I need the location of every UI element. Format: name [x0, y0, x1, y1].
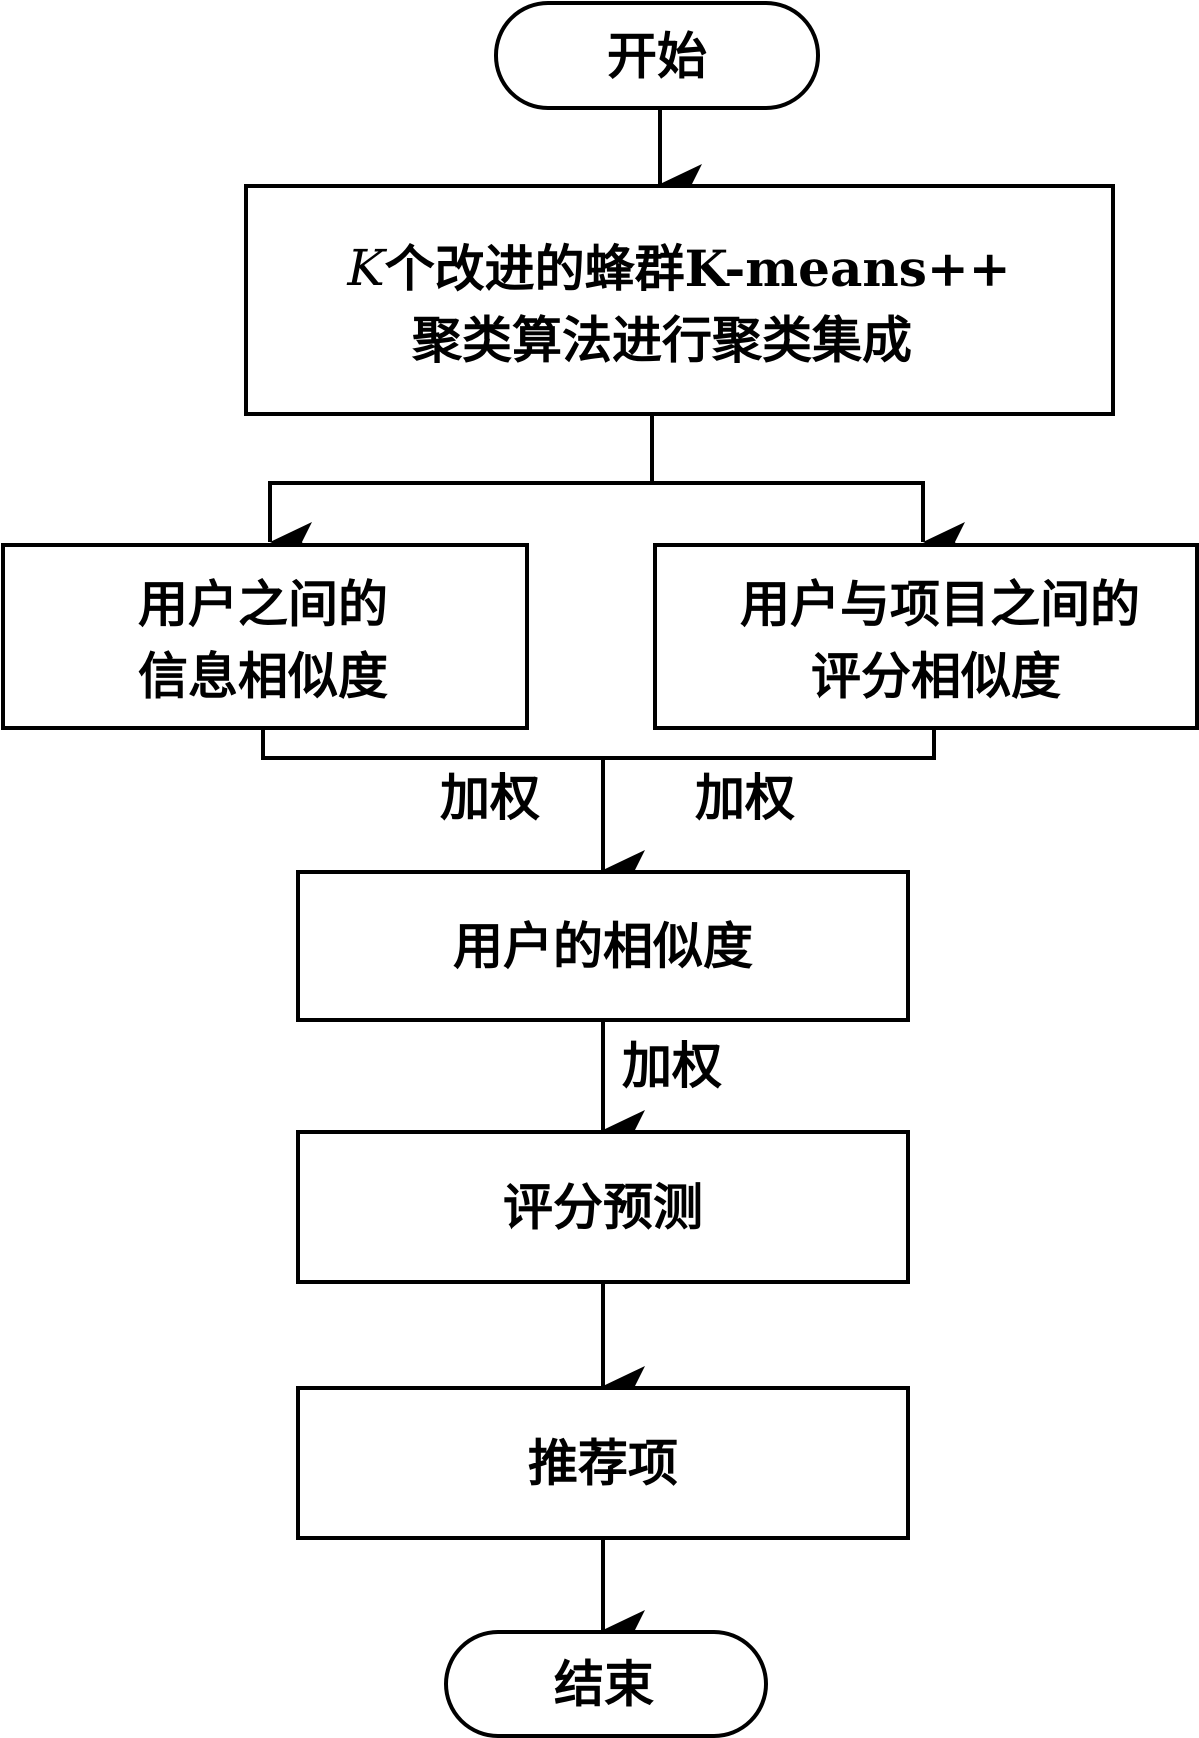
- node-predict-label: 评分预测: [503, 1178, 703, 1237]
- node-recommend: 推荐项: [296, 1386, 910, 1540]
- node-end-label: 结束: [554, 1655, 654, 1714]
- node-start-label: 开始: [607, 27, 707, 86]
- terminal-shape: [494, 1, 820, 110]
- variable-k: K: [346, 239, 387, 297]
- node-info-sim: 用户之间的 信息相似度: [1, 543, 529, 730]
- node-ensemble: K个改进的蜂群K-means++ 聚类算法进行聚类集成: [244, 184, 1115, 416]
- node-start: 开始: [494, 1, 820, 110]
- edge-label-info-weight: 加权: [440, 768, 540, 827]
- node-recommend-label: 推荐项: [528, 1434, 678, 1493]
- process-box: [296, 1386, 910, 1540]
- node-rating-sim: 用户与项目之间的 评分相似度: [653, 543, 1199, 730]
- node-ensemble-line1: K个改进的蜂群K-means++: [346, 239, 1010, 298]
- node-user-sim-label: 用户的相似度: [453, 917, 753, 976]
- process-box: [244, 184, 1115, 416]
- process-box: [296, 1130, 910, 1284]
- node-ensemble-line1-rest: 个改进的蜂群K-means++: [385, 239, 1011, 298]
- node-rating-sim-line1: 用户与项目之间的: [740, 575, 1140, 634]
- node-rating-sim-line2: 评分相似度: [811, 647, 1061, 706]
- edge-label-rating-weight: 加权: [695, 768, 795, 827]
- node-user-sim: 用户的相似度: [296, 870, 910, 1022]
- process-box: [296, 870, 910, 1022]
- terminal-shape: [444, 1630, 768, 1738]
- edge-merge-bar: [261, 728, 936, 760]
- node-info-sim-line1: 用户之间的: [138, 575, 388, 634]
- edge-label-user-weight: 加权: [622, 1036, 722, 1095]
- node-info-sim-line2: 信息相似度: [138, 647, 388, 706]
- node-predict: 评分预测: [296, 1130, 910, 1284]
- connectors: [261, 108, 965, 1650]
- node-ensemble-line2: 聚类算法进行聚类集成: [411, 311, 912, 370]
- process-box: [653, 543, 1199, 730]
- edge-labels: 加权 加权 加权: [440, 768, 795, 1095]
- process-box: [1, 543, 529, 730]
- node-end: 结束: [444, 1630, 768, 1738]
